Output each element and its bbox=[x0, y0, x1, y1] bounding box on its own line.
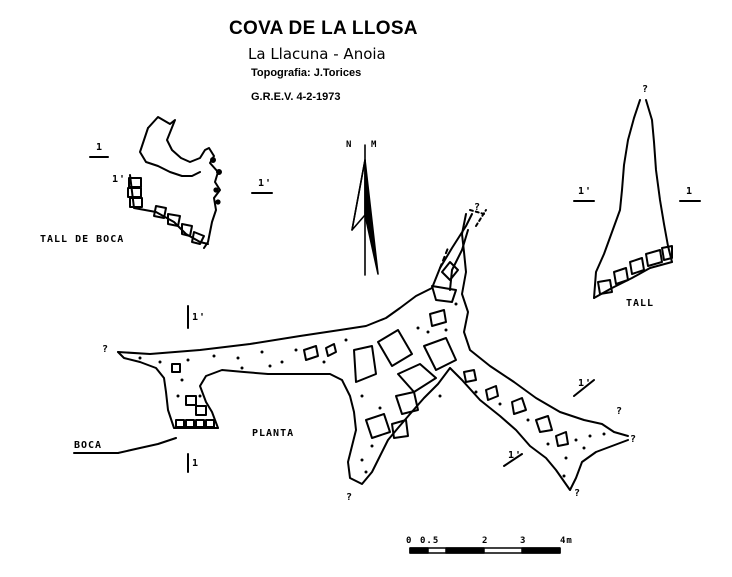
scale-bar bbox=[409, 547, 561, 554]
location-subtitle: La Llacuna - Anoia bbox=[248, 45, 386, 63]
section-mark-plan-right-b: 1' bbox=[508, 450, 523, 461]
north-label: N bbox=[346, 140, 353, 150]
scale-tick: 4m bbox=[560, 536, 573, 546]
tall-de-boca-profile bbox=[127, 116, 222, 249]
scale-tick: 0 bbox=[406, 536, 413, 546]
planta-label: PLANTA bbox=[252, 428, 295, 439]
dashed-lead bbox=[469, 209, 487, 227]
section-marker-plan-right-b bbox=[503, 453, 523, 467]
unexplored-mark: ? bbox=[630, 434, 638, 445]
club-date: G.R.E.V. 4-2-1973 bbox=[251, 91, 341, 103]
scale-tick: 0.5 bbox=[420, 536, 440, 546]
floor-speckle bbox=[138, 302, 606, 478]
section-mark-plan-1b: 1 bbox=[192, 458, 200, 469]
unexplored-mark: ? bbox=[474, 202, 482, 213]
tall-vertical-section bbox=[593, 99, 673, 299]
unexplored-mark: ? bbox=[574, 488, 582, 499]
unexplored-mark: ? bbox=[346, 492, 354, 503]
section-mark-plan-1: 1' bbox=[192, 312, 207, 323]
magnetic-label: M bbox=[371, 140, 378, 150]
section-mark-1-upper: 1' bbox=[112, 174, 127, 185]
tall-de-boca-label: TALL DE BOCA bbox=[40, 234, 125, 245]
section-mark-tall-left: 1' bbox=[578, 186, 593, 197]
tall-label: TALL bbox=[626, 298, 655, 309]
scale-tick: 3 bbox=[520, 536, 527, 546]
north-arrow bbox=[351, 144, 379, 276]
section-marker-plan-right-a bbox=[573, 379, 595, 397]
boca-pointer bbox=[73, 437, 177, 454]
unexplored-mark: ? bbox=[642, 84, 650, 95]
boca-label: BOCA bbox=[74, 440, 103, 451]
scale-tick: 2 bbox=[482, 536, 489, 546]
section-mark-tall-right: 1 bbox=[686, 186, 694, 197]
section-mark-1-prime: 1' bbox=[258, 178, 273, 189]
section-mark-plan-right-a: 1' bbox=[578, 378, 593, 389]
unexplored-mark: ? bbox=[616, 406, 624, 417]
unexplored-mark: ? bbox=[102, 344, 110, 355]
section-mark-1: 1 bbox=[96, 142, 104, 153]
page-title: COVA DE LA LLOSA bbox=[229, 18, 418, 39]
survey-credit: Topografia: J.Torices bbox=[251, 67, 362, 79]
planta-plan-view bbox=[117, 213, 629, 491]
